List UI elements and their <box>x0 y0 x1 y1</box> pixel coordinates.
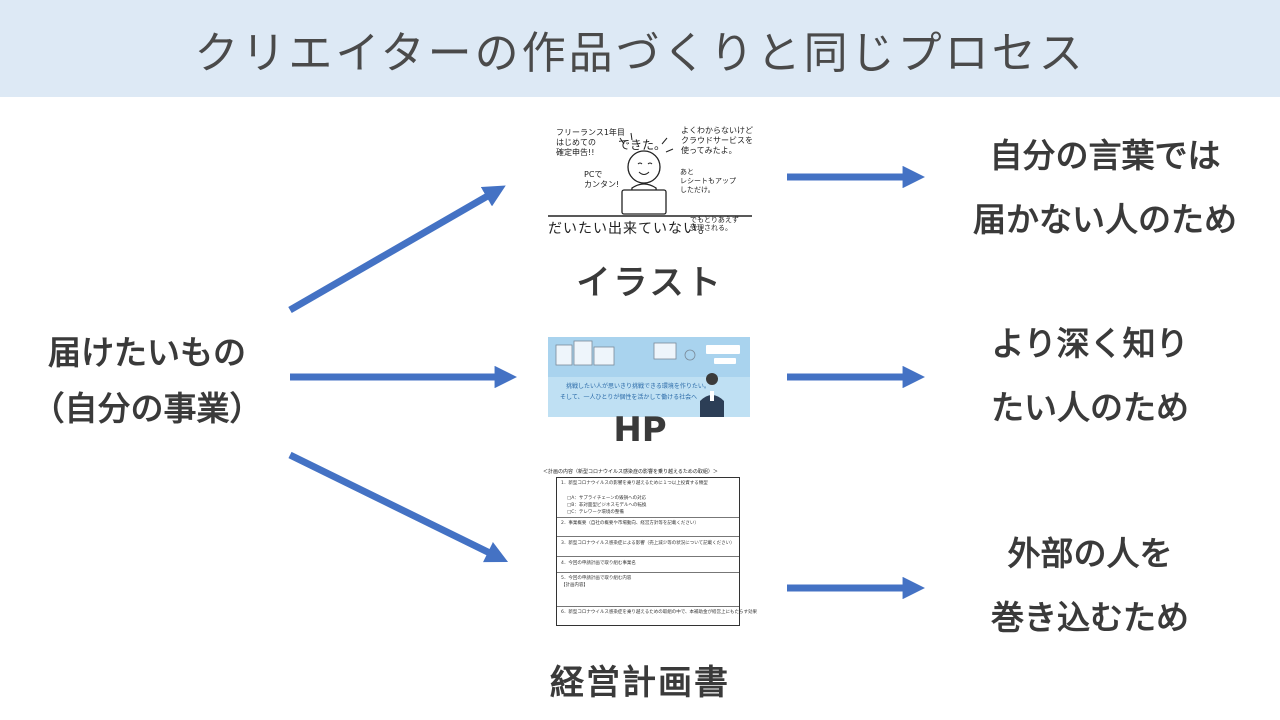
arrow-to-illustration <box>288 185 506 314</box>
plan-divider <box>557 606 739 607</box>
result-node-3: 外部の人を 巻き込むため <box>945 522 1235 650</box>
illustration-caption: だいたい出来ていない。 <box>548 221 713 237</box>
plan-item: 2．事業概要（自社の概要や市場動向、経営方針等を記載ください） <box>561 521 699 526</box>
result-2-line-1: より深く知り <box>991 324 1189 363</box>
illustration-caption-small: でもとりあえず 受理される。 <box>690 216 739 232</box>
plan-item: 5．今回の申請計画で取り組む内容 <box>561 576 632 581</box>
page-title: クリエイターの作品づくりと同じプロセス <box>194 27 1086 79</box>
source-line-1: 届けたいもの <box>48 333 246 372</box>
plan-item: 【計画内容】 <box>561 583 588 588</box>
illustration-thumbnail: フリーランス1年目 はじめての 確定申告!! できた。 よくわからないけど クラ… <box>548 122 753 240</box>
result-1-line-2: 届かない人のため <box>973 200 1237 239</box>
plan-divider <box>557 536 739 537</box>
output-label-plan: 経営計画書 <box>550 663 730 703</box>
plan-item: □B：非対面型ビジネスモデルへの転換 <box>567 503 647 508</box>
hp-thumbnail: 挑戦したい人が思いきり挑戦できる環境を作りたい。 そして、一人ひとりが個性を活か… <box>548 337 750 417</box>
hp-hero-graphics <box>555 340 740 417</box>
source-node: 届けたいもの （自分の事業） <box>22 325 272 437</box>
plan-form: 1．新型コロナウイルスの影響を乗り越えるために１つ以上投資する類型 □A：サプラ… <box>556 477 757 626</box>
header-banner: クリエイターの作品づくりと同じプロセス <box>0 0 1280 97</box>
note-pc: PCで カンタン! <box>584 170 620 189</box>
hp-tagline-1: 挑戦したい人が思いきり挑戦できる環境を作りたい。 <box>566 383 710 390</box>
output-label-illustration: イラスト <box>576 263 724 303</box>
speech-text: できた。 <box>618 138 667 152</box>
result-3-line-2: 巻き込むため <box>991 598 1189 637</box>
result-1-line-1: 自分の言葉では <box>989 136 1221 175</box>
plan-item: 1．新型コロナウイルスの影響を乗り越えるために１つ以上投資する類型 <box>561 481 708 486</box>
result-node-1: 自分の言葉では 届かない人のため <box>945 124 1265 252</box>
plan-thumbnail: ＜計画の内容（新型コロナウイルス感染症の影響を乗り越えるための取組）＞ 1．新型… <box>543 468 757 628</box>
plan-item: 3．新型コロナウイルス感染症による影響（売上減少等の状況について記載ください） <box>561 541 735 546</box>
plan-item: □A：サプライチェーンの毀損への対応 <box>567 496 647 501</box>
plan-item: 6．新型コロナウイルス感染症を乗り越えるための取組の中で、本補助金が経営上にもた… <box>561 610 757 615</box>
plan-divider <box>557 517 739 518</box>
plan-item: 4．今回の申請計画で取り組む事業名 <box>561 561 636 566</box>
source-line-2: （自分の事業） <box>31 389 263 428</box>
plan-item: □C：テレワーク環境の整備 <box>567 510 624 515</box>
plan-heading: ＜計画の内容（新型コロナウイルス感染症の影響を乗り越えるための取組）＞ <box>543 469 718 475</box>
result-3-line-1: 外部の人を <box>1007 534 1173 573</box>
output-label-hp: HP <box>613 410 667 450</box>
note-side: あと レシートもアップ しただけ。 <box>680 168 736 194</box>
hp-tagline-2: そして、一人ひとりが個性を活かして働ける社会へ <box>560 394 698 401</box>
plan-divider <box>557 572 739 573</box>
result-2-line-2: たい人のため <box>991 388 1189 427</box>
note-left: フリーランス1年目 はじめての 確定申告!! <box>556 128 625 157</box>
plan-divider <box>557 556 739 557</box>
person-at-laptop-drawing <box>548 132 752 217</box>
arrow-to-plan <box>288 451 509 563</box>
note-right: よくわからないけど クラウドサービスを 使ってみたよ。 <box>681 126 753 155</box>
result-node-2: より深く知り たい人のため <box>945 312 1235 440</box>
